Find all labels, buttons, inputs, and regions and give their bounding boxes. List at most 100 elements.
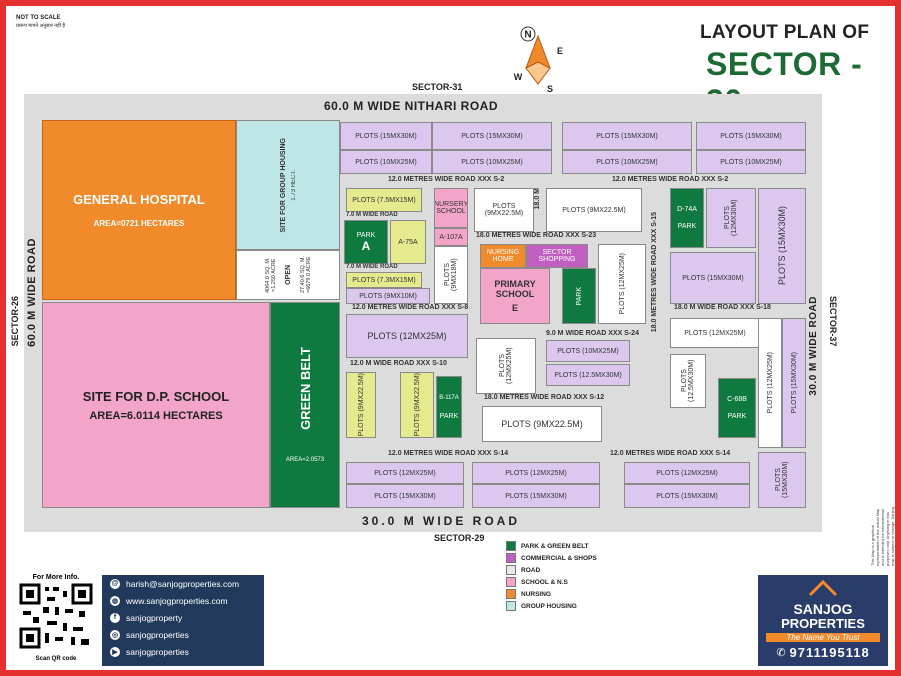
compass-n: N xyxy=(524,30,531,41)
plots-125x30: PLOTS (12.5MX30M) xyxy=(546,364,630,386)
plots-9x225d: PLOTS (9MX22.5M) xyxy=(400,372,434,438)
nursery-school: NURSERY SCHOOL xyxy=(434,188,468,228)
brand-phone: 9711195118 xyxy=(789,645,870,660)
hospital-area: AREA=0721 HECTARES xyxy=(93,219,185,228)
email-row[interactable]: @harish@sanjogproperties.com xyxy=(102,575,264,592)
disclaimer-text: This Map is a graphical representation o… xyxy=(870,507,895,566)
email-icon: @ xyxy=(110,578,120,589)
facebook-icon: f xyxy=(110,612,120,623)
sector-shopping: SECTOR SHOPPING xyxy=(526,244,588,268)
plots-9x10-label: PLOTS (9MX10M) xyxy=(359,292,417,300)
plots-125b: PLOTS (12.5MX30M) xyxy=(670,354,706,408)
park-c-label: PARK xyxy=(727,413,747,420)
plots-12x25c: PLOTS (12MX25M) xyxy=(346,462,464,484)
plots-9x18: PLOTS (9MX18M) xyxy=(434,246,468,304)
plots-12x25a: PLOTS (12MX25M) xyxy=(598,244,646,324)
plots-a-top1-label: PLOTS (15MX30M) xyxy=(355,132,417,140)
group-housing-label: SITE FOR GROUP HOUSING xyxy=(279,137,287,233)
plots-12x25e: PLOTS (12MX25M) xyxy=(624,462,750,484)
group-housing-zone: SITE FOR GROUP HOUSING 1.73 HECT. xyxy=(236,120,340,250)
plots-10x25c: PLOTS (10MX25M) xyxy=(546,340,630,362)
plots-a-mid2-label: PLOTS (10MX25M) xyxy=(461,158,523,166)
plots-12x25f-label: PLOTS (12MX25M) xyxy=(766,352,774,414)
road-s2b: 12.0 METRES WIDE ROAD XXX S-2 xyxy=(612,176,729,183)
plots-9x18-label: PLOTS (9MX18M) xyxy=(444,258,458,292)
park-d-code: D-74A xyxy=(677,206,697,213)
park-c-code: C-68B xyxy=(727,396,747,403)
plots-12x25a-label: PLOTS (12MX25M) xyxy=(618,253,626,315)
park-d-label: PARK xyxy=(677,223,697,230)
plots-a-top2-label: PLOTS (10MX25M) xyxy=(355,158,417,166)
open-area2: 27.40.6 SQ. M. =6679.0 ACRE xyxy=(299,256,312,294)
plots-125b-label: PLOTS (12.5MX30M) xyxy=(681,359,695,403)
youtube-text: sanjogproperties xyxy=(126,646,189,657)
website-row[interactable]: ◍www.sanjogproperties.com xyxy=(102,592,264,609)
plots-15x30g: PLOTS (15MX30M) xyxy=(472,484,600,508)
legend-label: GROUP HOUSING xyxy=(521,602,577,610)
road-s23: 18.0 METRES WIDE ROAD XXX S-23 xyxy=(476,232,597,239)
plots-10x25c-label: PLOTS (10MX25M) xyxy=(557,347,619,355)
plots-9x225a-label: PLOTS (9MX22.5M) xyxy=(484,203,524,217)
plots-a-mid1-label: PLOTS (15MX30M) xyxy=(461,132,523,140)
youtube-row[interactable]: ▶sanjogproperties xyxy=(102,643,264,660)
plots-9x225b: PLOTS (9MX22.5M) xyxy=(546,188,642,232)
page: NOT TO SCALE प्रारूप मापने अनुसार नहीं ह… xyxy=(6,6,895,670)
plots-a-mid1: PLOTS (15MX30M) xyxy=(432,122,552,150)
plots-c-15x30-label: PLOTS (15MX30M) xyxy=(775,461,789,499)
road-7m-2: 7.0 M WIDE ROAD xyxy=(346,264,398,270)
general-hospital-zone: GENERAL HOSPITAL AREA=0721 HECTARES xyxy=(42,120,236,300)
primary-school-label: PRIMARY SCHOOL xyxy=(494,279,536,299)
hospital-name: GENERAL HOSPITAL xyxy=(73,192,205,207)
sector-west: SECTOR-26 xyxy=(10,296,20,347)
compass-s: S xyxy=(547,84,553,94)
plots-c-15x30: PLOTS (15MX30M) xyxy=(758,452,806,508)
road-west: 60.0 M WIDE ROAD xyxy=(26,238,38,347)
nursery-code-label: A-107A xyxy=(439,233,463,241)
plots-15x30g-label: PLOTS (15MX30M) xyxy=(505,492,567,500)
green-belt-label: GREEN BELT xyxy=(297,346,313,430)
plots-12x25d-label: PLOTS (12MX25M) xyxy=(505,469,567,477)
plots-e-small: PLOTS (12MX25M) xyxy=(476,338,536,394)
plots-12x25b-label: PLOTS (12MX25M) xyxy=(367,331,447,341)
plots-9x225c: PLOTS (9MX22.5M) xyxy=(346,372,376,438)
brand-box: SANJOG PROPERTIES The Name You Trust ✆ 9… xyxy=(758,575,888,666)
qr-code-icon[interactable] xyxy=(19,583,93,649)
plots-d-top4: PLOTS (10MX25M) xyxy=(696,150,806,174)
sector-north: SECTOR-31 xyxy=(412,82,463,92)
plots-9x225b-label: PLOTS (9MX22.5M) xyxy=(562,206,626,214)
house-logo-icon xyxy=(808,579,838,597)
road-v18c: 18.0 METRES WIDE ROAD XXX S-15 xyxy=(651,212,658,333)
open-area1: 4064.0 SQ. M. =1.250 ACRE xyxy=(264,257,277,293)
legend-item: COMMERCIAL & SHOPS xyxy=(506,552,597,564)
park-e: PARK xyxy=(562,268,596,324)
park-a-code: A-75A xyxy=(398,238,418,246)
legend-swatch xyxy=(506,565,516,575)
sector-shopping-label: SECTOR SHOPPING xyxy=(538,249,576,263)
nursery-label: NURSERY SCHOOL xyxy=(434,201,468,215)
plots-15x30i: PLOTS (15MX30M) xyxy=(782,318,806,448)
road-s24: 9.0 M WIDE ROAD XXX S-24 xyxy=(546,330,639,337)
instagram-icon: ◎ xyxy=(110,629,120,640)
plots-c-12x25: PLOTS (12MX25M) xyxy=(670,318,760,348)
instagram-row[interactable]: ◎sanjogproperties xyxy=(102,626,264,643)
plots-7-5: PLOTS (7.5MX15M) xyxy=(346,188,422,212)
plots-15x30d-label: PLOTS (15MX30M) xyxy=(682,274,744,282)
plots-9x225e-label: PLOTS (9MX22.5M) xyxy=(501,419,583,429)
plots-12x25b: PLOTS (12MX25M) xyxy=(346,314,468,358)
green-belt-area: AREA=2.0573 xyxy=(285,457,325,464)
legend-swatch xyxy=(506,577,516,587)
plots-15x30h-label: PLOTS (15MX30M) xyxy=(656,492,718,500)
park-e-label: PARK xyxy=(575,286,583,306)
phone-row[interactable]: ✆ 9711195118 xyxy=(758,645,888,660)
plots-a-top2: PLOTS (10MX25M) xyxy=(340,150,432,174)
plots-a-top1: PLOTS (15MX30M) xyxy=(340,122,432,150)
primary-school: PRIMARY SCHOOL E xyxy=(480,268,550,324)
park-b-label: PARK xyxy=(439,412,459,420)
road-s2: 12.0 METRES WIDE ROAD XXX S-2 xyxy=(388,176,505,183)
park-c: C-68B PARK xyxy=(718,378,756,438)
road-north: 60.0 M WIDE NITHARI ROAD xyxy=(324,99,499,113)
plots-12x25f: PLOTS (12MX25M) xyxy=(758,318,782,448)
dp-school-name: SITE FOR D.P. SCHOOL xyxy=(82,388,230,404)
nursing-home: NURSING HOME xyxy=(480,244,526,268)
